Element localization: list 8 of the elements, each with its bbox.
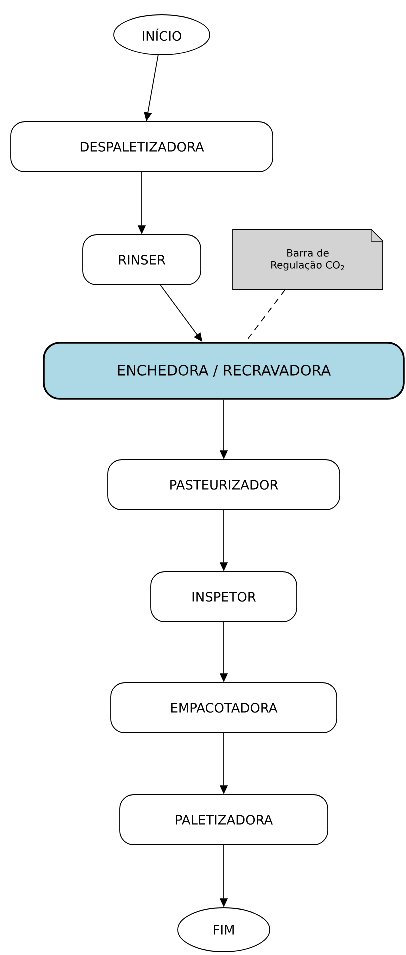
process-box: INSPETOR bbox=[150, 572, 298, 622]
process-box: RINSER bbox=[82, 234, 202, 286]
process-box: EMPACOTADORA bbox=[110, 682, 338, 734]
process-box: ENCHEDORA / RECRAVADORA bbox=[43, 342, 405, 400]
note-box: Barra de Regulação CO$_{2}$ bbox=[232, 230, 384, 290]
process-box: PASTEURIZADOR bbox=[108, 460, 340, 510]
process-box: DESPALETIZADORA bbox=[10, 122, 274, 172]
process-box: PALETIZADORA bbox=[120, 794, 328, 846]
